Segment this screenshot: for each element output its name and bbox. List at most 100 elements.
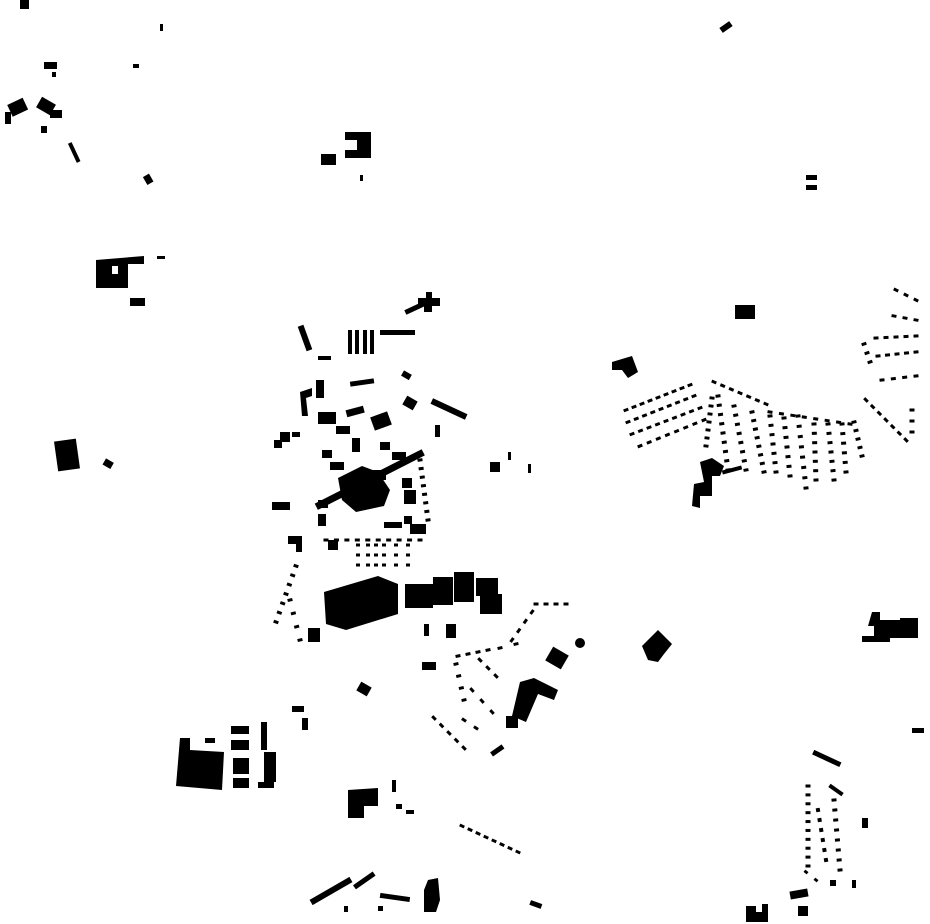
building [67,142,81,163]
house [366,563,370,567]
house [750,418,757,423]
house [909,430,915,434]
house [479,698,485,704]
house [913,374,919,378]
house [767,410,773,414]
building [112,266,118,274]
house [485,665,491,671]
building [336,426,350,434]
house [893,287,899,293]
building [719,21,733,33]
house [458,685,465,691]
building [405,584,433,608]
building [506,716,518,728]
house [754,435,760,440]
house [815,807,821,813]
house [485,648,491,652]
house [805,864,811,868]
building [355,330,359,354]
building [828,783,844,797]
house [386,538,392,542]
building [20,0,29,9]
building [862,818,868,828]
building [345,132,371,158]
house [715,394,721,398]
house [297,637,303,643]
house [543,602,549,606]
house [513,641,519,647]
house [781,416,787,420]
house [289,573,296,578]
house [276,610,283,615]
building [410,524,426,534]
house [853,428,859,433]
building [280,432,290,442]
house [365,538,371,542]
house [891,314,897,318]
house [658,406,664,412]
building [274,440,282,448]
house [903,292,909,298]
house [374,553,378,557]
building [345,405,365,418]
house [913,318,919,322]
house [279,601,286,606]
house [784,445,790,449]
house [825,422,831,426]
house [842,460,848,465]
building [812,749,842,768]
house [633,416,640,422]
building [692,458,724,508]
house [761,470,767,474]
house [375,538,381,542]
house [273,619,279,625]
house [879,378,885,382]
house [553,602,559,606]
house [739,449,746,454]
house [637,443,643,449]
house [671,415,678,421]
house [831,798,837,802]
building [297,324,313,352]
house [843,470,849,474]
house [817,817,822,823]
house [803,869,809,875]
house [827,440,833,445]
house [455,654,461,658]
house [374,563,378,567]
house [467,827,473,833]
house [805,828,811,832]
house [419,475,425,479]
house [876,410,883,417]
house [706,420,712,424]
house [382,563,386,567]
house [826,431,832,436]
house [889,423,896,430]
house [366,543,370,547]
house [754,397,761,403]
house [841,451,848,455]
house [909,408,915,412]
building [490,744,505,757]
house [679,385,685,391]
house [772,460,778,465]
house [497,645,503,651]
house [719,421,725,426]
building [261,722,267,750]
building [231,740,249,750]
house [884,353,891,357]
building [322,450,332,458]
building [401,370,412,381]
house [737,390,743,396]
house [420,483,427,488]
house [756,444,762,449]
house [483,834,489,840]
house [813,469,819,473]
building [348,330,352,354]
house [805,837,811,841]
building [380,442,390,450]
house [446,730,452,736]
building [96,256,144,288]
house [631,404,637,410]
